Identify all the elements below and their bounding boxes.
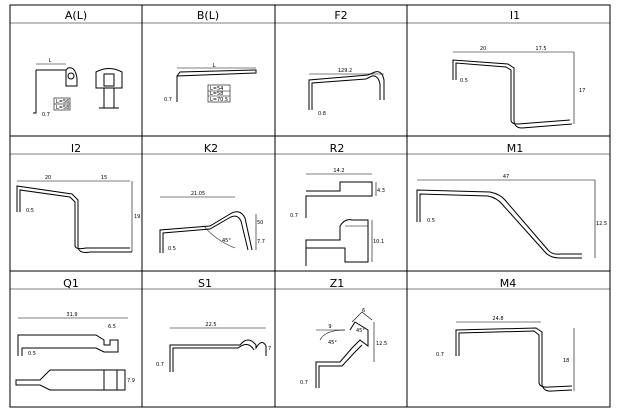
cell-f2: F2 129.2 0.8: [308, 9, 385, 117]
svg-text:0.5: 0.5: [168, 246, 176, 252]
svg-text:20: 20: [480, 46, 486, 52]
svg-text:17: 17: [579, 88, 585, 94]
svg-text:21.05: 21.05: [191, 191, 205, 197]
cell-z1: Z1 9 6 45° 45° 12.5 0.7: [300, 277, 387, 388]
cell-i2: I2 20 15 0.5 19: [16, 142, 140, 253]
svg-text:0.5: 0.5: [460, 78, 468, 84]
cell-i1-title: I1: [510, 9, 520, 22]
svg-text:20: 20: [45, 175, 51, 181]
svg-text:L=54: L=54: [210, 86, 223, 92]
svg-text:17.5: 17.5: [535, 46, 546, 52]
cell-k2: K2 21.05 0.5 50 45° 7.7: [159, 142, 265, 253]
svg-text:24.8: 24.8: [492, 316, 503, 322]
svg-text:6.5: 6.5: [108, 324, 116, 330]
svg-text:0.7: 0.7: [156, 362, 164, 368]
svg-text:50: 50: [257, 220, 263, 226]
cell-i2-title: I2: [71, 142, 81, 155]
svg-text:10.1: 10.1: [373, 239, 384, 245]
cell-q1-title: Q1: [63, 277, 79, 290]
cell-s1-title: S1: [198, 277, 212, 290]
svg-text:12.5: 12.5: [376, 341, 387, 347]
svg-text:31.9: 31.9: [66, 312, 77, 318]
cell-m1: M1 47 0.5 12.5: [416, 142, 607, 259]
svg-text:129.2: 129.2: [338, 68, 352, 74]
svg-text:0.7: 0.7: [300, 380, 308, 386]
svg-text:0.5: 0.5: [427, 218, 435, 224]
svg-text:22.5: 22.5: [205, 322, 216, 328]
svg-text:0.8: 0.8: [318, 111, 326, 117]
svg-text:47: 47: [503, 174, 509, 180]
svg-text:L=58: L=58: [210, 91, 223, 97]
svg-text:45°: 45°: [222, 238, 231, 244]
cell-m1-title: M1: [507, 142, 524, 155]
svg-text:0.5: 0.5: [26, 208, 34, 214]
svg-text:0.5: 0.5: [28, 351, 36, 357]
cell-a-title: A(L): [65, 9, 87, 22]
cell-a: A(L) L 0.7 L=56 L=58: [33, 9, 123, 118]
svg-text:L=70.5: L=70.5: [210, 97, 228, 103]
svg-text:L=58: L=58: [56, 105, 69, 111]
cell-m4: M4 24.8 0.7 18: [436, 277, 575, 392]
svg-text:L: L: [213, 63, 216, 69]
svg-text:45°: 45°: [328, 340, 337, 346]
svg-text:0.7: 0.7: [164, 97, 172, 103]
svg-text:7.9: 7.9: [127, 378, 135, 384]
svg-text:0.7: 0.7: [42, 112, 50, 118]
svg-text:9: 9: [328, 324, 331, 330]
svg-text:19: 19: [134, 214, 140, 220]
cell-s1: S1 22.5 0.7 7: [156, 277, 271, 372]
svg-text:4.3: 4.3: [377, 188, 385, 194]
svg-text:6: 6: [362, 308, 365, 314]
svg-text:12.5: 12.5: [596, 221, 607, 227]
cell-i1: I1 20 17.5 0.5 17: [452, 9, 585, 129]
cell-z1-title: Z1: [330, 277, 345, 290]
svg-text:0.7: 0.7: [436, 352, 444, 358]
svg-text:0.7: 0.7: [290, 213, 298, 219]
svg-text:L: L: [49, 58, 52, 64]
cell-b: B(L) L 0.7 L=54 L=58 L=70.5: [164, 9, 257, 103]
cell-m4-title: M4: [500, 277, 517, 290]
svg-text:18: 18: [563, 358, 569, 364]
grid-frame: [9, 4, 611, 408]
svg-text:14.2: 14.2: [333, 168, 344, 174]
cell-b-title: B(L): [197, 9, 219, 22]
svg-text:7: 7: [268, 346, 271, 352]
cell-r2: R2 14.2 0.7 4.3 10.1: [290, 142, 385, 266]
cell-f2-title: F2: [334, 9, 347, 22]
svg-text:7.7: 7.7: [257, 239, 265, 245]
cell-q1: Q1 31.9 6.5 0.5 7.9: [15, 277, 135, 391]
svg-text:45°: 45°: [356, 328, 365, 334]
cell-k2-title: K2: [204, 142, 218, 155]
cell-r2-title: R2: [330, 142, 345, 155]
svg-text:L=56: L=56: [56, 99, 69, 105]
svg-text:15: 15: [101, 175, 107, 181]
